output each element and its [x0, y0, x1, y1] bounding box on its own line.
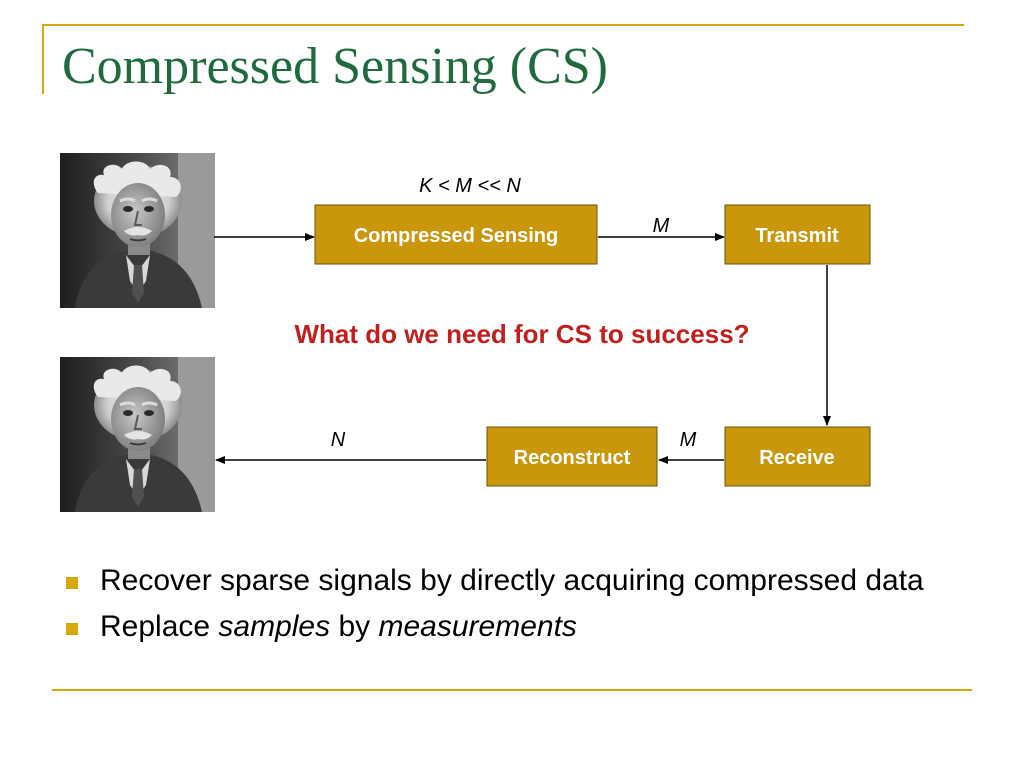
node-label-compressed-sensing: Compressed Sensing: [354, 225, 559, 247]
cs-question: What do we need for CS to success?: [294, 319, 749, 349]
bullet-text: Recover sparse signals by directly acqui…: [100, 564, 924, 597]
slide-title: Compressed Sensing (CS): [62, 38, 608, 95]
square-bullet-icon: [66, 623, 78, 635]
node-compressed-sensing: Compressed Sensing: [314, 204, 598, 265]
condition-label: K < M << N: [419, 175, 521, 197]
edge-receive-to-reconstruct: M: [658, 429, 724, 464]
bullet-list: Recover sparse signals by directly acqui…: [62, 562, 962, 654]
edge-reconstruct-to-output: N: [215, 429, 486, 464]
node-label-transmit: Transmit: [755, 225, 839, 247]
bullet-text-emphasis: samples: [218, 610, 331, 643]
node-transmit: Transmit: [724, 204, 871, 265]
frame-left-line: [42, 24, 44, 94]
input-image: [58, 151, 217, 310]
edge-cs-to-transmit: M: [598, 215, 725, 241]
bullet-text-prefix: Replace: [100, 610, 219, 643]
bullet-item: Recover sparse signals by directly acqui…: [62, 562, 962, 600]
bullet-item: Replace samples by measurements: [62, 608, 962, 646]
node-label-reconstruct: Reconstruct: [514, 447, 631, 469]
edge-label-receive-reconstruct: M: [680, 429, 697, 451]
edge-label-reconstruct-output: N: [331, 429, 346, 451]
edge-label-cs-transmit: M: [653, 215, 670, 237]
node-reconstruct: Reconstruct: [486, 426, 658, 487]
bullet-text-middle: by: [330, 610, 379, 643]
node-label-receive: Receive: [759, 447, 835, 469]
bullet-text-emphasis: measurements: [378, 610, 577, 643]
node-receive: Receive: [724, 426, 871, 487]
square-bullet-icon: [66, 577, 78, 589]
frame-bottom-line: [52, 689, 972, 691]
frame-top-line: [42, 24, 964, 26]
output-image: [58, 355, 217, 514]
